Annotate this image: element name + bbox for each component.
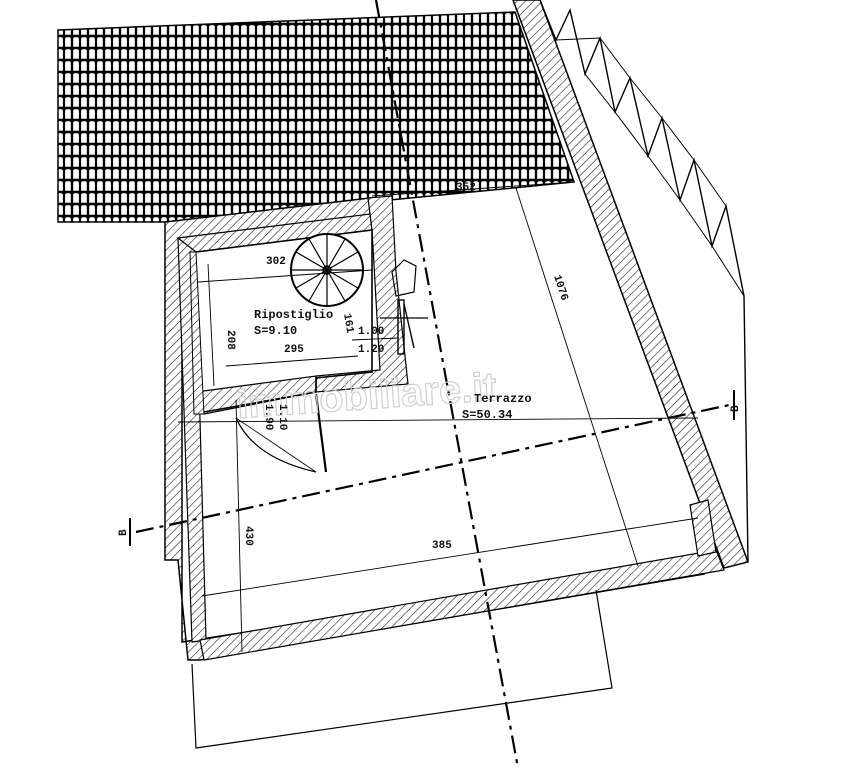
dimension-lines: [177, 181, 699, 653]
door-storage: [380, 299, 428, 355]
dim-storage-width: 302: [266, 256, 286, 268]
dim-top-width: 352: [456, 182, 476, 194]
dim-storage-inner: 295: [284, 344, 304, 356]
section-marker-label: B: [730, 405, 742, 412]
dim-storage-depth: 208: [224, 330, 236, 350]
storage-walls: [176, 195, 409, 415]
right-boundary-wall: [512, 0, 749, 569]
door-terrace: [235, 393, 328, 473]
section-marker-label: B: [118, 529, 130, 536]
lower-slab: [191, 589, 613, 749]
dim-door1-bottom: 1.20: [358, 344, 384, 356]
section-marker-left: B: [118, 518, 131, 546]
dim-left-height: 430: [242, 526, 254, 546]
terrace-room-name: Terrazzo: [474, 392, 532, 406]
dim-bottom-width: 385: [432, 540, 452, 552]
dim-door1-top: 1.00: [358, 326, 384, 338]
dim-terrace-depth: 1076: [550, 274, 570, 303]
outer-walls: [164, 197, 725, 661]
section-lines: [135, 0, 735, 768]
dim-door2-top: 1.10: [276, 404, 288, 430]
spiral-staircase: [290, 233, 364, 307]
terrace-room-area: S=50.34: [462, 408, 512, 422]
dim-stair: 161: [340, 313, 355, 335]
storage-room-area: S=9.10: [254, 324, 297, 338]
section-marker-right: B: [730, 390, 742, 420]
storage-room-name: Ripostiglio: [254, 308, 333, 322]
dim-door2-bottom: 1.90: [262, 404, 274, 430]
roof-tiles: [57, 11, 576, 223]
window-bump: [391, 259, 417, 297]
